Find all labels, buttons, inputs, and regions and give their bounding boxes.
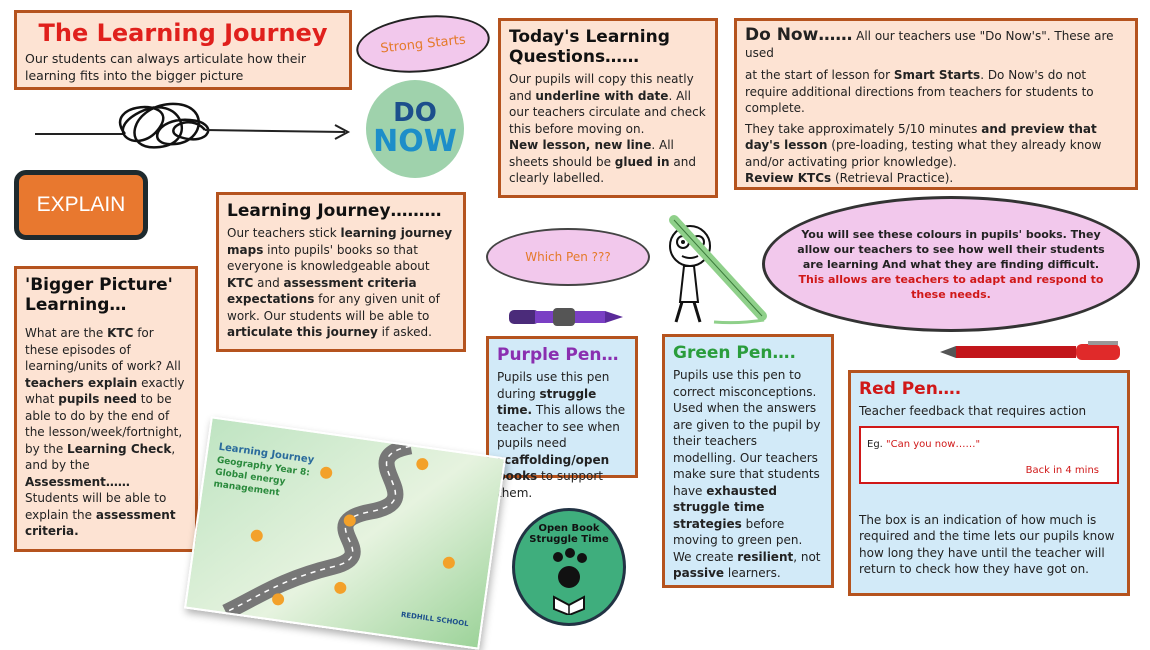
todays-questions-box: Today's Learning Questions…… Our pupils … bbox=[498, 18, 718, 198]
do-now-logo-line2: NOW bbox=[373, 124, 457, 159]
todays-questions-heading: Today's Learning Questions…… bbox=[509, 27, 670, 67]
learning-journey-map: Learning Journey Geography Year 8: Globa… bbox=[183, 416, 507, 650]
red-pen-bottom: The box is an indication of how much is … bbox=[859, 512, 1115, 577]
learning-journey-box: Learning Journey……… Our teachers stick l… bbox=[216, 192, 466, 352]
page-title: The Learning Journey bbox=[38, 19, 328, 47]
pen-colours-bubble: You will see these colours in pupils' bo… bbox=[762, 196, 1140, 332]
bigger-picture-box: 'Bigger Picture' Learning… What are the … bbox=[14, 266, 198, 552]
strong-starts-bubble: Strong Starts bbox=[353, 9, 493, 79]
feedback-box: Eg. "Can you now……" Back in 4 mins bbox=[859, 425, 1119, 484]
do-now-logo: DO NOW bbox=[366, 80, 464, 178]
bigger-picture-heading: 'Bigger Picture' Learning… bbox=[25, 275, 173, 315]
explain-button[interactable]: EXPLAIN bbox=[14, 170, 148, 240]
green-pen-heading: Green Pen…. bbox=[673, 343, 796, 363]
learning-journey-title-box: The Learning Journey Our students can al… bbox=[14, 10, 352, 90]
red-pen-heading: Red Pen…. bbox=[859, 379, 962, 399]
open-book-struggle-time-logo: Open Book Struggle Time bbox=[512, 508, 626, 626]
do-now-heading: Do Now…… bbox=[745, 25, 853, 45]
back-in-time: Back in 4 mins bbox=[1025, 464, 1099, 476]
do-now-box: Do Now…… All our teachers use "Do Now's"… bbox=[734, 18, 1138, 190]
green-pen-box: Green Pen…. Pupils use this pen to corre… bbox=[662, 334, 834, 588]
character-green-pen-icon bbox=[669, 215, 767, 325]
purple-pen-box: Purple Pen… Pupils use this pen during s… bbox=[486, 336, 638, 500]
do-now-logo-line1: DO bbox=[393, 98, 437, 128]
map-road bbox=[222, 438, 455, 620]
purple-pen-heading: Purple Pen… bbox=[497, 345, 619, 365]
red-pen-box: Red Pen…. Teacher feedback that requires… bbox=[848, 370, 1130, 596]
title-subtitle: Our students can always articulate how t… bbox=[25, 51, 307, 83]
purple-pen-icon bbox=[509, 308, 623, 326]
scribble-arrow-icon bbox=[35, 102, 351, 149]
red-pen-icon bbox=[940, 341, 1120, 360]
thinking-reader-icon bbox=[553, 548, 587, 615]
red-pen-line: Teacher feedback that requires action bbox=[859, 404, 1087, 418]
learning-journey-heading: Learning Journey……… bbox=[227, 201, 442, 221]
which-pen-bubble: Which Pen ??? bbox=[486, 228, 650, 286]
